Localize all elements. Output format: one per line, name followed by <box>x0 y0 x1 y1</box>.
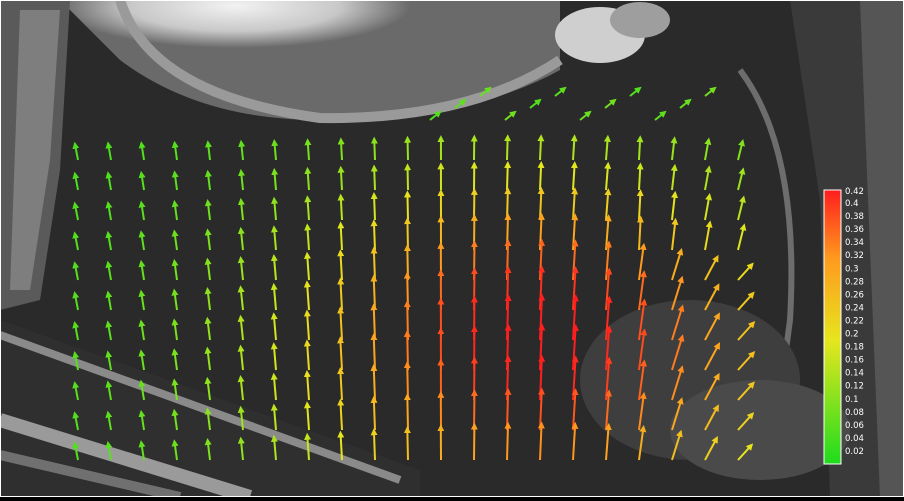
velocity-arrow <box>507 136 508 160</box>
velocity-arrow <box>507 424 508 460</box>
colorbar-tick-label: 0.18 <box>845 343 864 353</box>
velocity-arrow <box>639 137 640 160</box>
velocity-arrow <box>540 136 541 160</box>
colorbar-tick-label: 0.42 <box>845 187 864 197</box>
colorbar-tick-label: 0.2 <box>845 330 859 340</box>
velocity-arrow <box>374 398 375 430</box>
colorbar-tick-label: 0.22 <box>845 316 864 326</box>
velocity-arrow <box>639 165 640 191</box>
colorbar-ticks: 0.42 0.4 0.38 0.36 0.34 0.32 0.3 0.28 0.26 0.24 0.… <box>845 187 864 457</box>
colorbar-gradient <box>824 190 841 464</box>
velocity-arrow <box>407 193 408 221</box>
velocity-arrow <box>407 428 408 460</box>
velocity-arrow <box>407 395 408 430</box>
velocity-arrow <box>308 140 309 160</box>
velocity-arrow <box>374 139 375 160</box>
velocity-arrow <box>374 430 375 460</box>
colorbar-tick-label: 0.06 <box>845 421 864 431</box>
velocity-arrow <box>474 391 475 430</box>
velocity-arrow <box>407 219 408 250</box>
velocity-arrow <box>374 221 375 250</box>
colorbar-tick-label: 0.32 <box>845 251 864 261</box>
velocity-arrow <box>374 194 375 220</box>
colorbar-tick-label: 0.3 <box>845 264 859 274</box>
velocity-arrow <box>374 305 375 340</box>
velocity-arrow <box>341 224 342 251</box>
velocity-arrow <box>507 163 508 190</box>
colorbar-tick-label: 0.38 <box>845 212 864 222</box>
colorbar-tick-label: 0.26 <box>845 290 864 300</box>
velocity-arrow <box>408 138 409 160</box>
velocity-arrow <box>540 163 541 190</box>
velocity-arrow <box>374 249 375 280</box>
colorbar-tick-label: 0.08 <box>845 408 864 418</box>
velocity-arrow <box>374 366 375 400</box>
colorbar-tick-label: 0.1 <box>845 395 859 405</box>
colorbar-tick-label: 0.34 <box>845 238 864 248</box>
velocity-arrow <box>341 196 342 220</box>
colorbar-tick-label: 0.24 <box>845 303 864 313</box>
velocity-arrow <box>341 140 342 161</box>
colorbar-tick-label: 0.02 <box>845 447 864 457</box>
velocity-arrow <box>374 277 375 310</box>
velocity-arrow <box>374 335 375 370</box>
colorbar-tick-label: 0.04 <box>845 434 864 444</box>
colorbar-tick-label: 0.4 <box>845 199 859 209</box>
velocity-arrow <box>374 167 375 190</box>
colorbar-tick-label: 0.16 <box>845 356 864 366</box>
velocity-arrow <box>408 165 409 190</box>
colorbar-tick-label: 0.14 <box>845 369 864 379</box>
colorbar-tick-label: 0.12 <box>845 382 864 392</box>
colorbar-tick-label: 0.28 <box>845 277 864 287</box>
colorbar-tick-label: 0.36 <box>845 225 864 235</box>
velocity-arrow <box>407 363 408 400</box>
velocity-arrow <box>341 168 342 190</box>
